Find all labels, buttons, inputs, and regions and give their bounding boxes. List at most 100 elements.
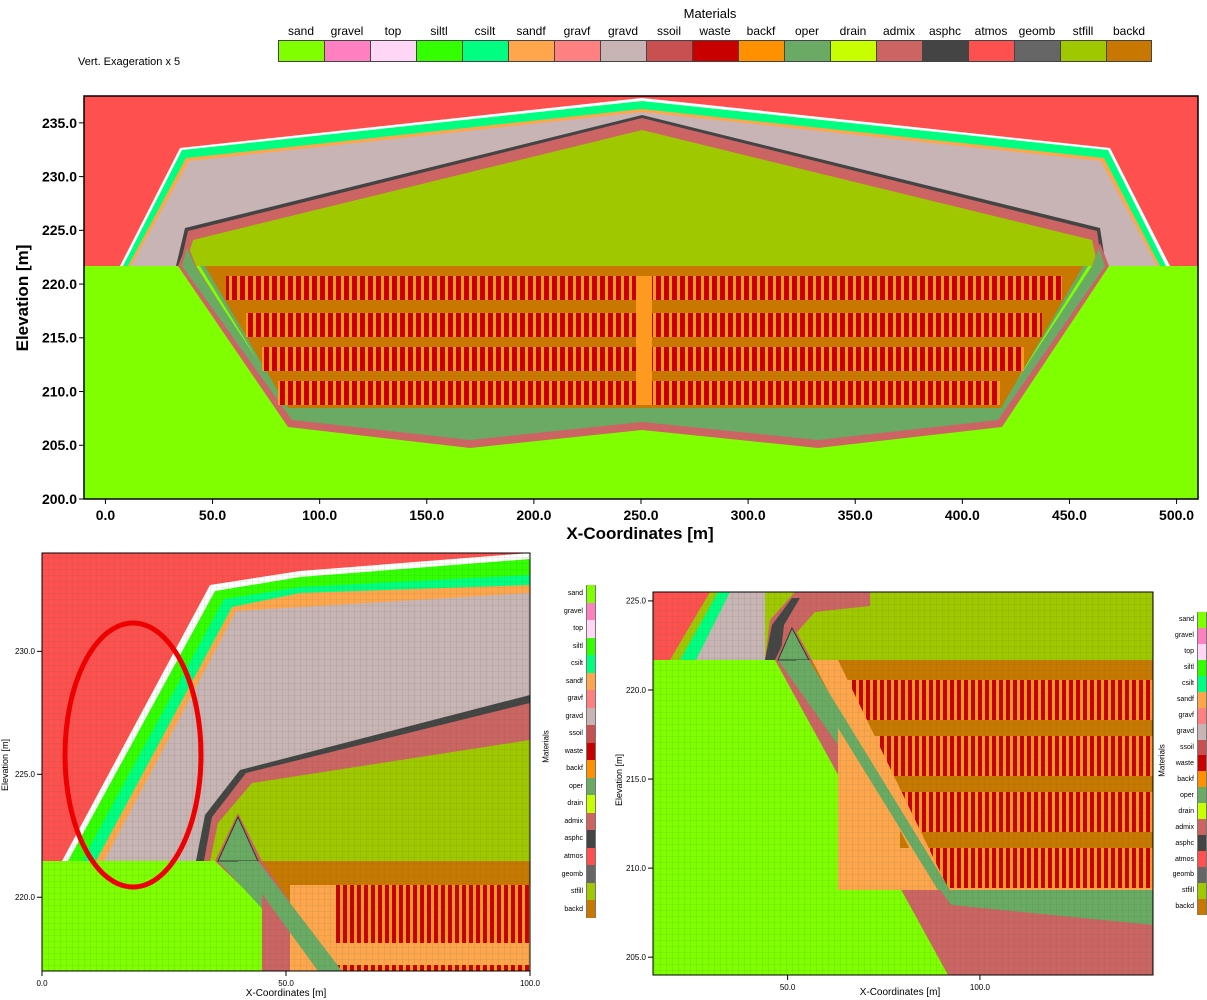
main-cross-section-chart: 200.0205.0210.0215.0220.0225.0230.0235.0… [13, 95, 1199, 543]
x-tick-label: 100.0 [520, 979, 541, 988]
side-legend-label: oper [568, 782, 583, 790]
y-tick-label: 200.0 [42, 491, 77, 507]
side-legend-item-asphc: asphc [1160, 835, 1207, 852]
side-legend-item-ssoil: ssoil [1160, 739, 1207, 756]
side-legend-label: oper [1179, 791, 1194, 799]
right-x-axis-label: X-Coordinates [m] [860, 987, 941, 998]
side-legend-label: siltl [572, 642, 583, 650]
side-legend-swatch [1197, 882, 1207, 899]
legend-swatch [508, 40, 554, 62]
side-legend-label: sandf [565, 677, 583, 685]
side-legend-swatch [586, 795, 596, 813]
side-legend-label: gravf [1178, 712, 1194, 720]
side-legend-swatch [586, 707, 596, 726]
side-legend-label: backd [1175, 903, 1194, 911]
legend-item-sand: sand [278, 22, 324, 62]
side-legend-swatch [586, 777, 596, 796]
side-legend-label: backf [1177, 775, 1194, 783]
x-tick-label: 50.0 [278, 979, 294, 988]
side-legend-item-drain: drain [552, 795, 596, 813]
side-legend-label: sandf [1176, 696, 1194, 704]
legend-label: gravel [330, 24, 364, 38]
legend-item-ssoil: ssoil [646, 22, 692, 62]
x-tick-label: 450.0 [1052, 507, 1087, 523]
side-legend-item-sandf: sandf [1160, 691, 1207, 708]
side-legend-label: gravf [567, 695, 583, 703]
side-legend-label: ssoil [1179, 743, 1194, 751]
legend-label: drain [839, 24, 867, 38]
legend-swatch [646, 40, 692, 62]
side-legend-label: gravd [565, 712, 583, 720]
legend-label: csilt [474, 24, 496, 38]
side-legend-label: geomb [561, 870, 583, 878]
side-legend-item-sandf: sandf [552, 672, 596, 691]
side-legend-item-sand: sand [552, 585, 596, 603]
x-tick-label: 50.0 [199, 507, 226, 523]
side-legend-swatch [586, 760, 596, 778]
x-tick-label: 400.0 [945, 507, 980, 523]
side-legend-item-gravf: gravf [1160, 707, 1207, 724]
side-legend-swatch [1197, 675, 1207, 692]
legend-item-drain: drain [830, 22, 876, 62]
side-legend-label: atmos [1174, 855, 1194, 863]
legend-label: top [384, 24, 402, 38]
side-legend-swatch [1197, 835, 1207, 852]
side-legend-swatch [586, 585, 596, 603]
legend-item-admix: admix [876, 22, 922, 62]
y-tick-label: 225.0 [15, 770, 36, 779]
y-tick-label: 225.0 [626, 597, 647, 606]
side-legend-label: drain [1178, 807, 1194, 815]
side-legend-item-siltl: siltl [1160, 659, 1207, 676]
legend-item-gravel: gravel [324, 22, 370, 62]
legend-label: ssoil [656, 24, 681, 38]
x-tick-label: 500.0 [1159, 507, 1194, 523]
x-tick-label: 0.0 [36, 979, 48, 988]
side-legend-swatch [1197, 723, 1207, 740]
y-tick-label: 230.0 [15, 647, 36, 656]
side-legend-item-ssoil: ssoil [552, 725, 596, 743]
legend-swatch [1014, 40, 1060, 62]
side-legend-item-csilt: csilt [1160, 675, 1207, 692]
side-legend-swatch [1197, 803, 1207, 820]
legend-swatch [462, 40, 508, 62]
y-tick-label: 220.0 [15, 893, 36, 902]
y-tick-label: 230.0 [42, 169, 77, 185]
side-legend-swatch [1197, 787, 1207, 804]
side-legend-swatch [1197, 771, 1207, 788]
side-legend-label: backd [564, 905, 583, 913]
side-legend-swatch [586, 620, 596, 638]
legend-item-csilt: csilt [462, 22, 508, 62]
legend-item-oper: oper [784, 22, 830, 62]
side-legend-item-admix: admix [552, 812, 596, 831]
side-legend-swatch [1197, 707, 1207, 724]
side-legend-label: waste [564, 747, 583, 755]
legend-swatch [968, 40, 1014, 62]
side-legend-label: geomb [1172, 871, 1194, 879]
side-legend-swatch [1197, 819, 1207, 836]
left-x-tick-labels: 0.0 50.0 100.0 [36, 971, 541, 988]
legend-item-sandf: sandf [508, 22, 554, 62]
side-legend-swatch [586, 865, 596, 883]
side-legend-swatch [586, 812, 596, 831]
side-legend-item-atmos: atmos [1160, 851, 1207, 867]
side-legend-label: waste [1175, 759, 1194, 767]
side-legend-item-stfill: stfill [552, 882, 596, 901]
x-tick-label: 150.0 [409, 507, 444, 523]
legend-label: backd [1112, 24, 1146, 38]
y-tick-label: 215.0 [626, 775, 647, 784]
stfill-layer [185, 130, 1098, 266]
side-legend-item-gravd: gravd [552, 707, 596, 726]
legend-item-gravf: gravf [554, 22, 600, 62]
side-legend-swatch [586, 602, 596, 621]
side-legend-item-backf: backf [1160, 771, 1207, 788]
legend-swatch [554, 40, 600, 62]
side-legend-swatch [586, 690, 596, 708]
legend-swatch [324, 40, 370, 62]
y-tick-label: 210.0 [42, 383, 77, 399]
